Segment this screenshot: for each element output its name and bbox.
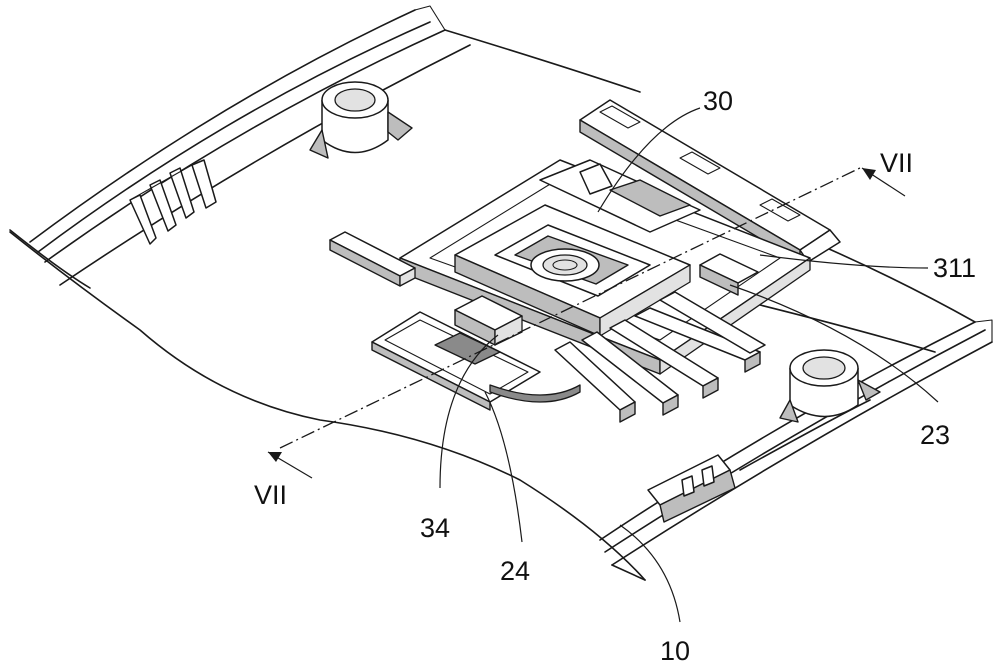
ref-label-24: 24 xyxy=(500,556,530,586)
ref-label-34: 34 xyxy=(420,513,450,543)
ref-label-30: 30 xyxy=(703,86,733,116)
ref-label-10: 10 xyxy=(660,636,690,664)
section-label-top: VII xyxy=(880,148,913,178)
section-label-bottom: VII xyxy=(254,480,287,510)
section-arrow-bottom xyxy=(268,452,312,478)
ref-label-23: 23 xyxy=(920,420,950,450)
boss-top-left xyxy=(310,82,412,158)
right-hook-clips xyxy=(648,455,735,522)
ref-label-311: 311 xyxy=(933,253,976,283)
